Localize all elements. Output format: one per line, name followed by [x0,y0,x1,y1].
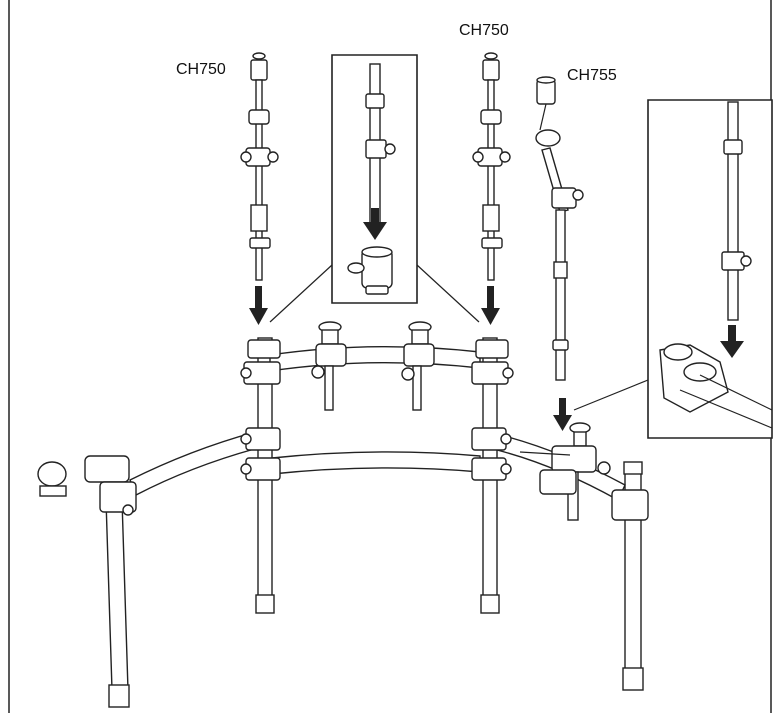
tom-mount-left [311,321,347,411]
down-arrow-icon [720,325,744,358]
label-ch750-mid: CH750 [459,22,509,39]
clamp-set-left [240,339,281,481]
detail-callout-center [269,54,480,323]
tom-mount-right [401,321,435,411]
down-arrow-icon [553,398,572,431]
cymbal-holder-ch755 [535,76,584,381]
down-arrow-icon [249,286,268,325]
cymbal-holder-ch750-mid [472,52,511,281]
clamp-set-right [471,339,514,481]
label-ch755: CH755 [567,67,617,84]
upper-front-bar [269,345,481,372]
cymbal-holder-ch750-left [240,52,279,281]
left-mount-assembly [37,455,137,516]
right-mount-assembly [519,422,649,521]
lower-front-bar [271,451,481,475]
left-side-bar [129,431,259,496]
detail-callout-right [573,99,773,439]
rack-leg-side-left [105,499,130,708]
down-arrow-icon [481,286,500,325]
label-ch750-left: CH750 [176,61,226,78]
down-arrow-icon [363,208,387,240]
